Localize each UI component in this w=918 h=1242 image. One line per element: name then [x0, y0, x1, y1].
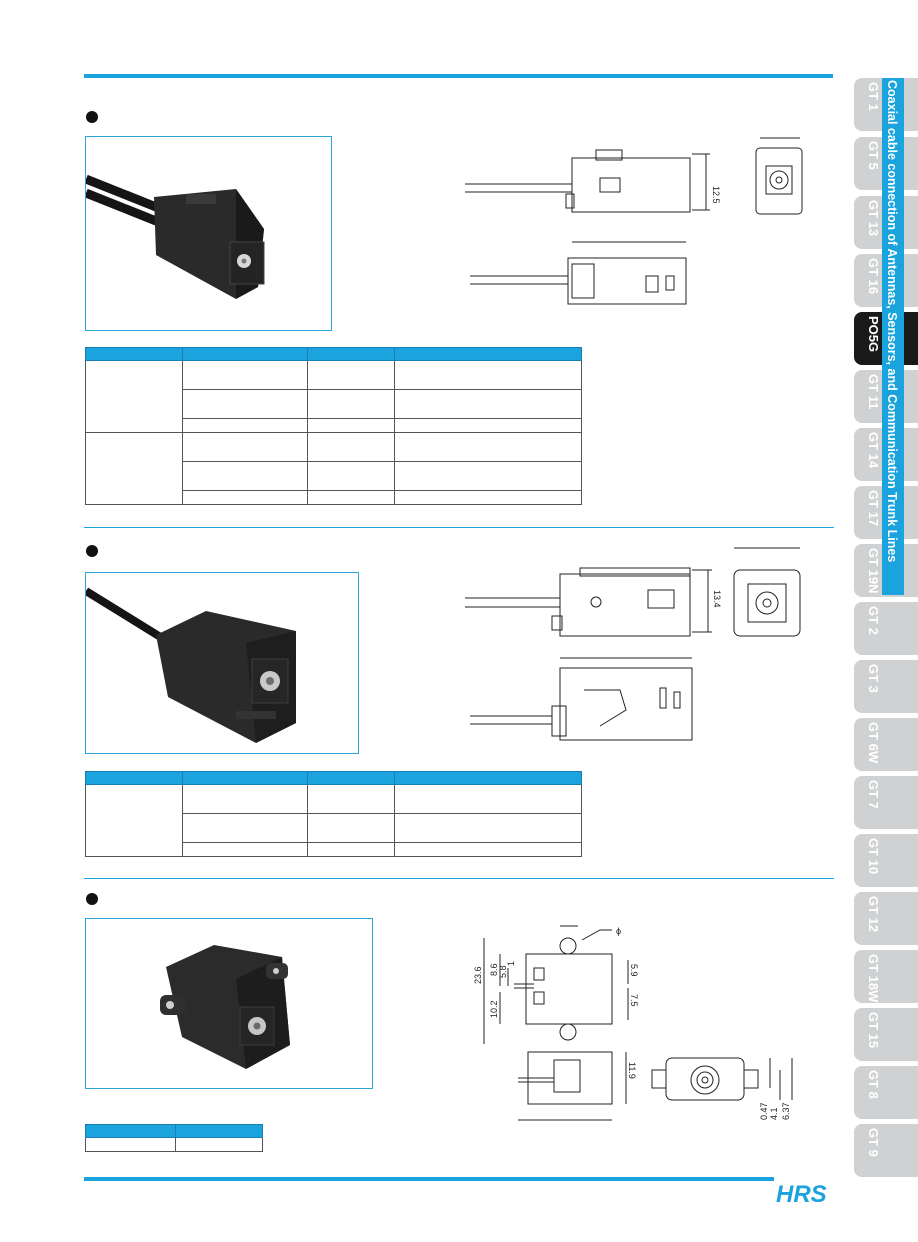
dim-4-1: 4.1 [769, 1107, 779, 1120]
tab-gt10[interactable]: GT 10 [854, 834, 918, 887]
section-separator [84, 527, 834, 528]
dim-5-8: 5.8 [498, 965, 508, 978]
tab-label: GT 18W [866, 954, 881, 1003]
dimension-drawing: ϕ 23.6 8.6 5.8 1 10.2 5.9 7.5 11.9 0.47 … [470, 920, 840, 1130]
side-banner-text: Coaxial cable connection of Antennas, Se… [885, 80, 899, 563]
dim-height: 12.5 [711, 186, 721, 204]
dim-phi: ϕ [616, 926, 621, 936]
dim-8-6: 8.6 [489, 963, 499, 976]
tab-gt9[interactable]: GT 9 [854, 1124, 918, 1177]
dim-0-47: 0.47 [759, 1102, 769, 1120]
tab-label: PO5G [866, 316, 881, 353]
tab-label: GT 10 [866, 838, 881, 875]
dim-height: 13.4 [712, 590, 722, 608]
tab-gt6w[interactable]: GT 6W [854, 718, 918, 771]
tab-label: GT 6W [866, 722, 881, 764]
tab-label: GT 3 [866, 664, 881, 693]
tab-gt15[interactable]: GT 15 [854, 1008, 918, 1061]
dim-6-37: 6.37 [781, 1102, 791, 1120]
section-separator [84, 878, 834, 879]
tab-label: GT 8 [866, 1070, 881, 1099]
tab-label: GT 15 [866, 1012, 881, 1049]
tab-label: GT 11 [866, 374, 881, 410]
spec-table [85, 1124, 263, 1152]
tab-label: GT 5 [866, 141, 881, 170]
tab-label: GT 7 [866, 780, 881, 809]
dimension-drawing: 13.4 [460, 540, 840, 750]
dim-23-6: 23.6 [473, 966, 483, 984]
tab-label: GT 13 [866, 200, 881, 237]
bottom-rule [84, 1177, 774, 1181]
tab-label: GT 9 [866, 1128, 881, 1157]
hrs-logo: HRS [776, 1178, 832, 1208]
dim-5-9: 5.9 [629, 964, 639, 977]
top-rule [84, 74, 833, 78]
dim-1: 1 [506, 961, 516, 966]
logo-text: HRS [776, 1181, 827, 1208]
tab-gt2[interactable]: GT 2 [854, 602, 918, 655]
tab-gt3[interactable]: GT 3 [854, 660, 918, 713]
section-bullet [86, 545, 98, 557]
tab-label: GT 1 [866, 82, 881, 111]
product-photo [85, 136, 332, 331]
tab-label: GT 2 [866, 606, 881, 635]
product-photo [85, 572, 359, 754]
tab-gt18w[interactable]: GT 18W [854, 950, 918, 1003]
tab-gt12[interactable]: GT 12 [854, 892, 918, 945]
dim-11-9: 11.9 [627, 1062, 637, 1079]
tab-label: GT 12 [866, 896, 881, 933]
spec-table [85, 347, 582, 505]
dim-10-2: 10.2 [489, 1000, 499, 1018]
product-photo [85, 918, 373, 1089]
spec-table [85, 771, 582, 857]
tab-gt7[interactable]: GT 7 [854, 776, 918, 829]
section-bullet [86, 111, 98, 123]
tab-label: GT 14 [866, 432, 881, 469]
section-bullet [86, 893, 98, 905]
tab-gt8[interactable]: GT 8 [854, 1066, 918, 1119]
tab-label: GT 16 [866, 258, 881, 295]
dim-7-5: 7.5 [629, 994, 639, 1007]
side-banner: Coaxial cable connection of Antennas, Se… [882, 78, 904, 595]
tab-label: GT 19N [866, 548, 881, 594]
dimension-drawing: 12.5 [460, 128, 840, 318]
tab-label: GT 17 [866, 490, 881, 527]
